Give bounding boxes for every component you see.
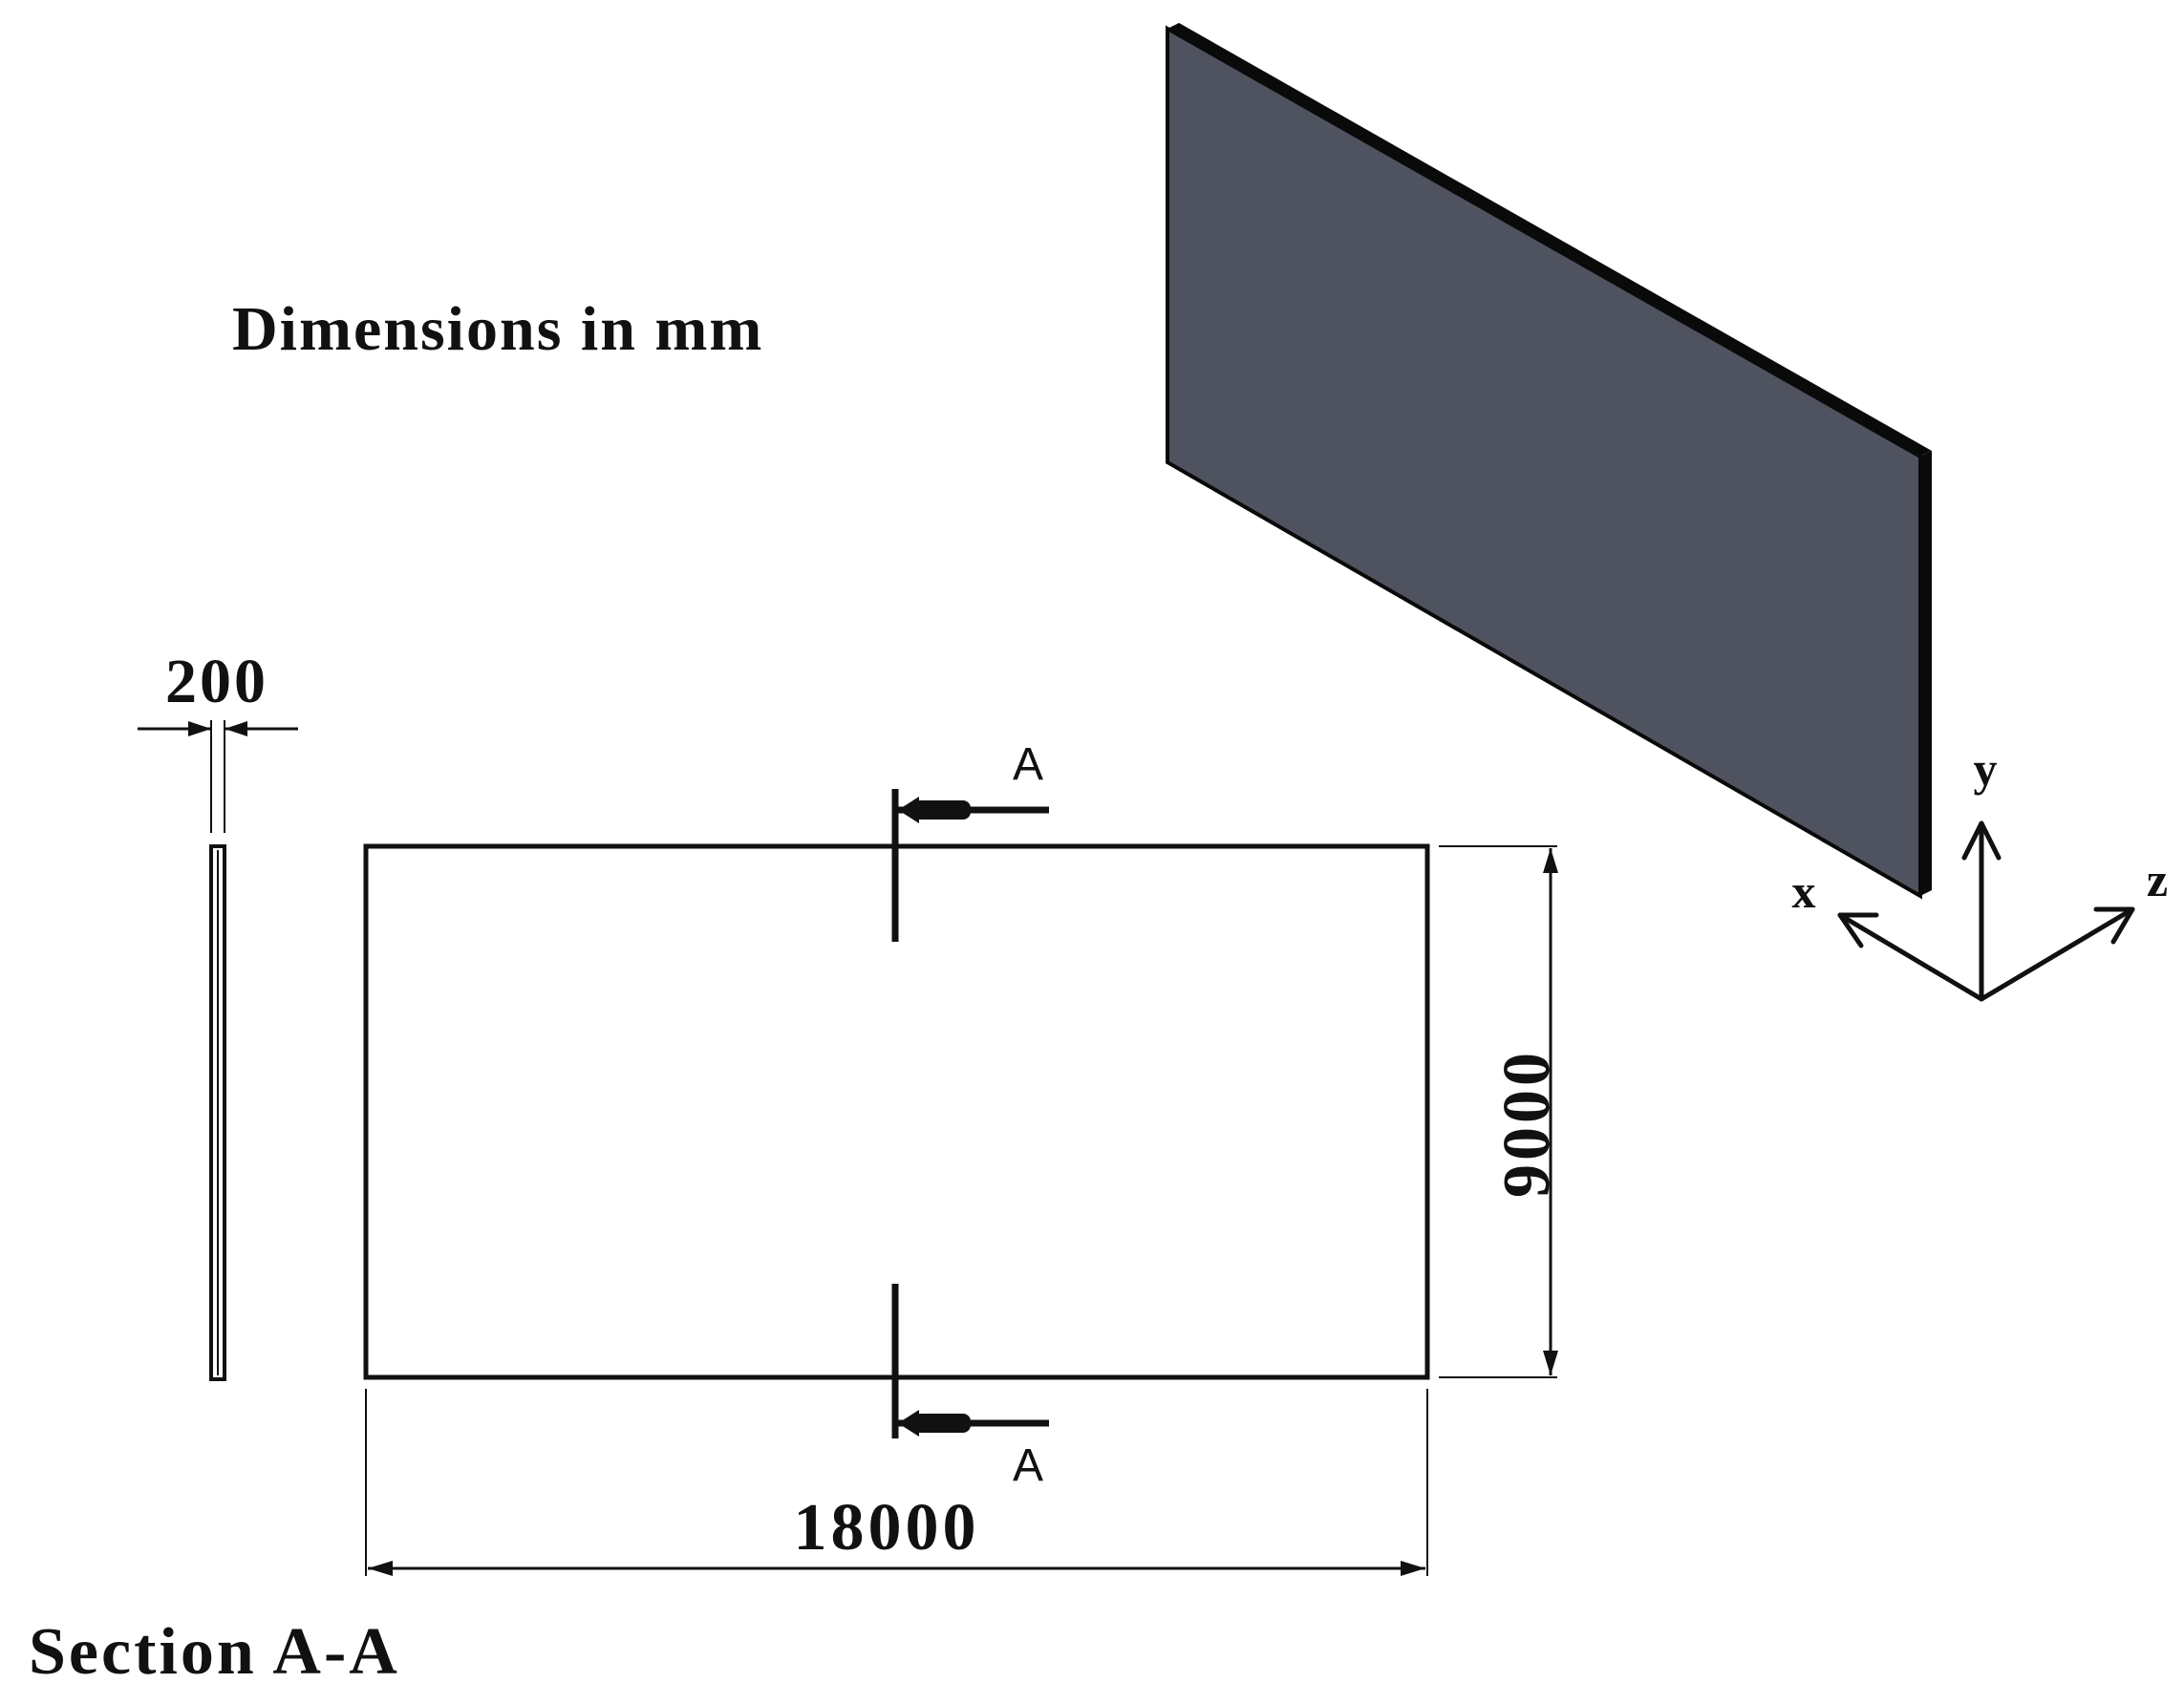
length-dimension: 18000	[794, 1491, 980, 1565]
section-title: Section A-A	[29, 1615, 400, 1689]
thickness-arrow-left	[188, 721, 211, 736]
section-mark-top: A	[1013, 739, 1043, 790]
panel-face	[1166, 25, 1922, 900]
panel-top-edge	[1167, 23, 1932, 457]
height-dimension-lines	[1439, 845, 1558, 1378]
side-view-outline	[209, 844, 226, 1381]
axis-label-x: x	[1792, 864, 1816, 918]
side-view: 200	[138, 647, 298, 1381]
length-dimension-lines	[365, 1389, 1428, 1576]
thickness-arrow-right	[225, 721, 247, 736]
section-mark-bottom: A	[1013, 1440, 1043, 1491]
panel-side-edge	[1920, 451, 1932, 896]
panel-3d-view	[1166, 23, 1932, 900]
axis-label-z: z	[2147, 853, 2168, 906]
units-note: Dimensions in mm	[232, 294, 763, 364]
section-cut-top	[891, 789, 1049, 942]
axis-label-y: y	[1974, 742, 1998, 796]
thickness-dimension: 200	[165, 647, 268, 716]
height-dimension: 9000	[1490, 1049, 1564, 1198]
axis-triad	[1837, 820, 2135, 1002]
section-cut-bottom	[891, 1284, 1049, 1438]
